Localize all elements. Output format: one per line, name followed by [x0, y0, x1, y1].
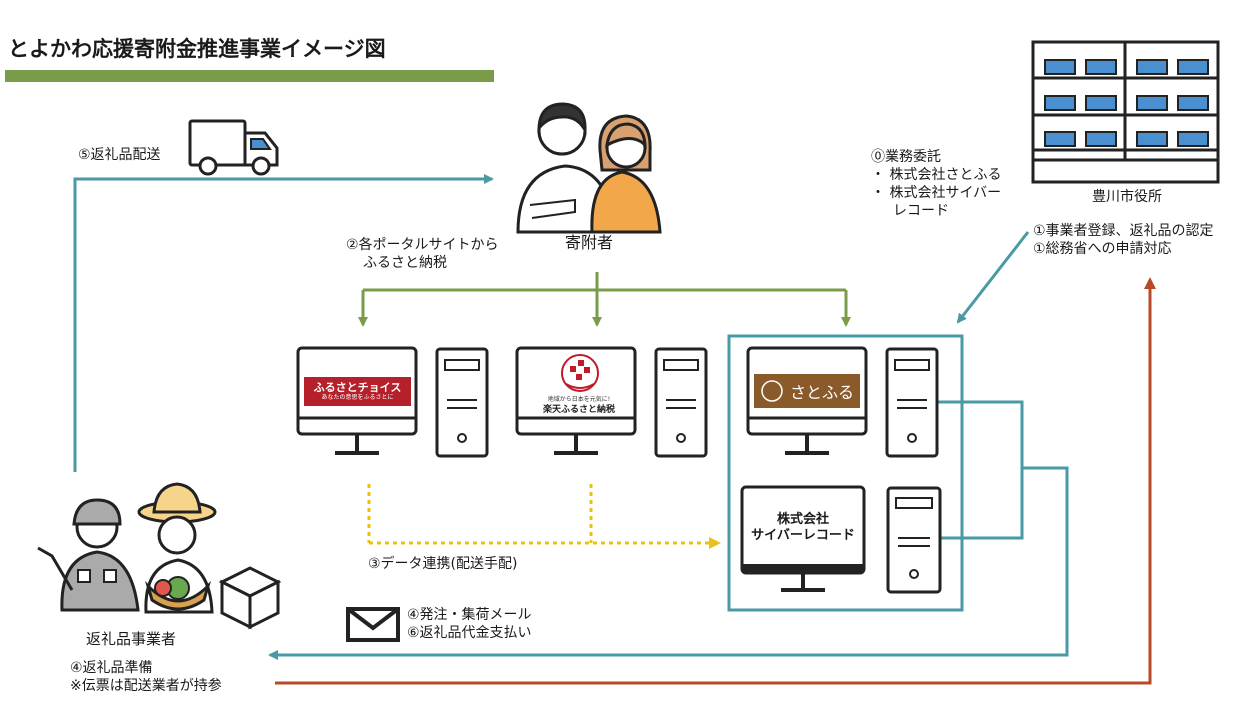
donor-people-icon [516, 102, 662, 234]
title-underline [5, 70, 494, 82]
step1-line2: ①総務省への申請対応 [1033, 241, 1172, 257]
step2-line2: ふるさと納税 [363, 255, 447, 271]
furusato-choice-monitor [296, 346, 418, 455]
step1-line1: ①事業者登録、返礼品の認定 [1033, 223, 1214, 239]
city-hall-label: 豊川市役所 [1092, 189, 1162, 205]
order-mail-arrow [270, 400, 1069, 655]
step4-mail-label: ④発注・集荷メール [407, 607, 532, 623]
donor-label: 寄附者 [565, 233, 614, 252]
step0-item-cyber-cont: レコード [893, 203, 949, 219]
outsourcing-arrow [956, 231, 1030, 324]
step0-heading: ⓪業務委託 [871, 149, 941, 165]
rakuten-tagline: 地域から日本を元気に! [547, 396, 611, 403]
furusato-choice-name: ふるさとチョイス [313, 381, 402, 394]
step2-line1: ②各ポータルサイトから [346, 237, 499, 253]
delivery-arrow [73, 174, 494, 472]
step0-item-satofull: ・ 株式会社さとふる [871, 167, 1002, 183]
cyber-record-line2: サイバーレコード [751, 528, 855, 543]
step0-item-cyber: ・ 株式会社サイバー [871, 185, 1002, 201]
step4-prep-label: ④返礼品準備 [70, 660, 153, 676]
rakuten-logo-icon [561, 354, 599, 392]
cyber-record-line1: 株式会社 [776, 512, 829, 527]
outsourcing-frame [727, 334, 964, 612]
delivery-truck-icon [188, 119, 279, 176]
satofull-monitor [746, 346, 868, 455]
step4-note-label: ※伝票は配送業者が持参 [70, 678, 222, 694]
donation-arrows [358, 272, 851, 327]
report-arrow [275, 277, 1156, 685]
supplier-people-icon [37, 482, 217, 614]
step6-payment-label: ⑥返礼品代金支払い [407, 625, 532, 641]
page-title: とよかわ応援寄附金推進事業イメージ図 [8, 37, 386, 61]
furusato-choice-logo: ふるさとチョイス あなたの意思をふるさとに [304, 377, 411, 406]
step5-label: ⑤返礼品配送 [78, 147, 161, 163]
city-hall-building-icon [1031, 40, 1220, 184]
server-tower-1 [435, 347, 489, 458]
satofull-logo-text: さとふる [789, 383, 854, 402]
rakuten-monitor [515, 346, 637, 455]
mail-envelope-icon [346, 607, 400, 642]
server-tower-3 [885, 347, 939, 458]
satofull-logo-icon [761, 380, 783, 402]
package-box-icon [218, 566, 282, 630]
server-tower-4 [886, 486, 942, 594]
data-link-arrows [367, 484, 721, 549]
rakuten-name: 楽天ふるさと納税 [542, 405, 615, 415]
step3-label: ③データ連携(配送手配) [368, 556, 518, 572]
furusato-choice-tagline: あなたの意思をふるさとに [321, 394, 394, 401]
server-tower-2 [654, 347, 708, 458]
cyber-record-monitor [740, 485, 866, 592]
supplier-label: 返礼品事業者 [86, 630, 177, 648]
